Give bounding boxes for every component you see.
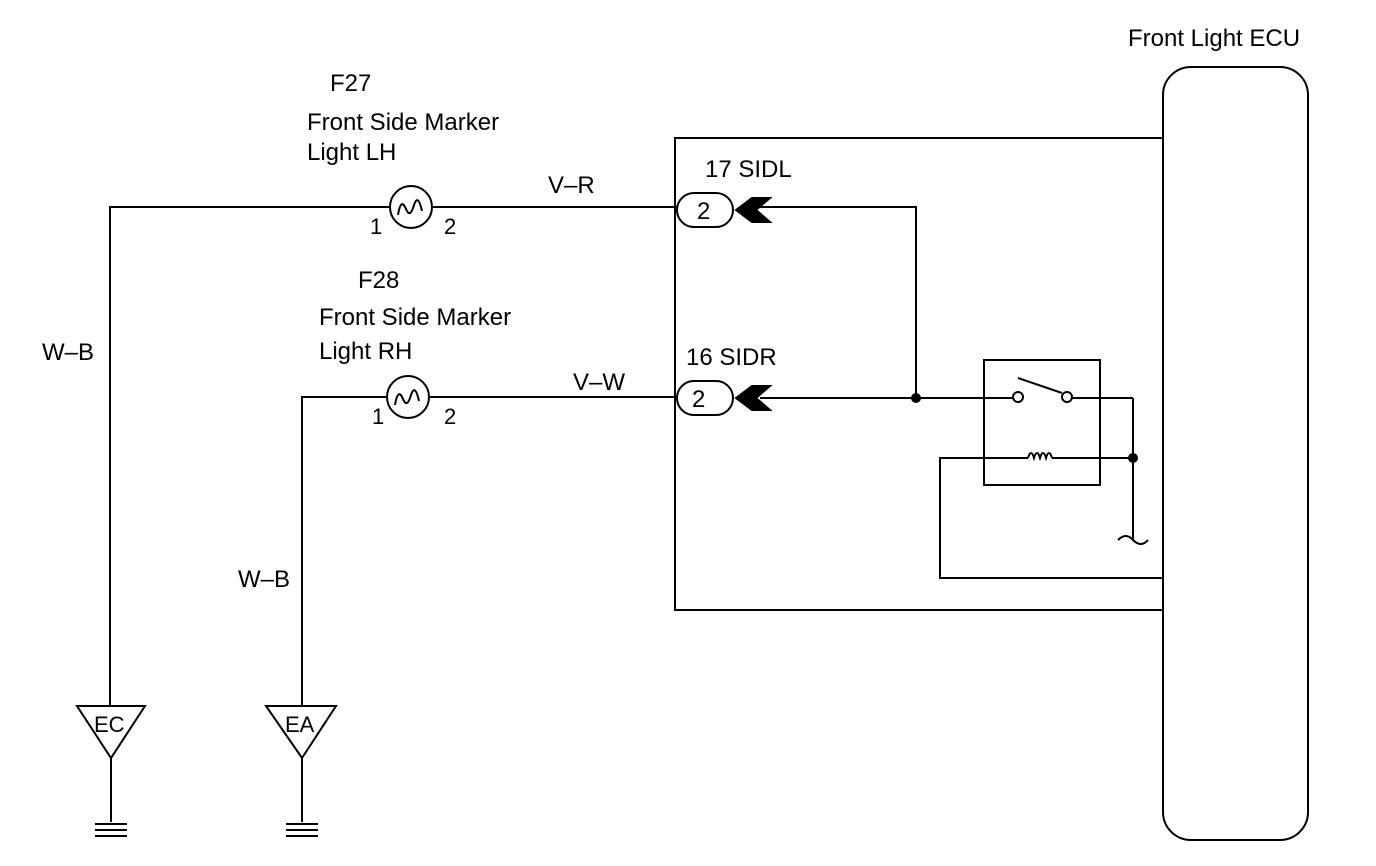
ground-ec-label: EC (94, 712, 125, 737)
wire-vr-label: V–R (548, 172, 595, 199)
f27-name-line2: Light LH (307, 139, 396, 166)
f27-pin-1: 1 (370, 214, 382, 239)
junction-dot-coil (1128, 453, 1138, 463)
f28-pin-1: 1 (372, 404, 384, 429)
ground-ec-triangle (75, 705, 147, 760)
relay-switch-arm (1017, 377, 1063, 394)
f27-pin-2: 2 (444, 214, 456, 239)
f27-name-line1: Front Side Marker (307, 109, 499, 136)
wire-sidl-loop (760, 206, 917, 398)
f27-lamp-icon (389, 185, 433, 229)
terminal-sidl-pin: 2 (697, 198, 710, 225)
wire-left-wb-label: W–B (42, 339, 94, 366)
terminal-sidl-arrow-icon (734, 197, 773, 223)
ground-ea-triangle (264, 705, 338, 760)
wire-vw-label: V–W (573, 369, 625, 396)
f28-code: F28 (358, 267, 399, 294)
terminal-sidr-label: 16 SIDR (686, 344, 777, 371)
terminal-sidr-arrow-icon (734, 385, 773, 411)
ecu-internal-box (674, 137, 1163, 611)
terminal-sidr-pin: 2 (692, 386, 705, 413)
ecu-title: Front Light ECU (1128, 25, 1300, 52)
wire-f28-ground (301, 396, 386, 708)
relay-box (983, 359, 1101, 486)
wire-right-wb-label: W–B (238, 566, 290, 593)
f27-code: F27 (330, 70, 371, 97)
relay-contact-left (1012, 391, 1024, 403)
ground-ea-label: EA (285, 712, 315, 737)
f28-pin-2: 2 (444, 404, 456, 429)
wire-coil-left-loop (939, 457, 1163, 579)
wire-f27-ground (109, 206, 390, 708)
wire-relay-end-tilde (1117, 535, 1149, 545)
f28-lamp-filament (394, 389, 420, 406)
terminal-sidl-connector (676, 192, 734, 228)
relay-contact-right (1061, 391, 1073, 403)
terminal-sidl-label: 17 SIDL (705, 156, 792, 183)
relay-coil-icon (1027, 452, 1053, 462)
front-light-ecu-body (1162, 66, 1309, 841)
f28-name-line2: Light RH (319, 338, 412, 365)
junction-dot-sidr (911, 393, 921, 403)
f28-name-line1: Front Side Marker (319, 304, 511, 331)
f27-lamp-filament (397, 199, 423, 216)
f28-lamp-icon (386, 375, 430, 419)
